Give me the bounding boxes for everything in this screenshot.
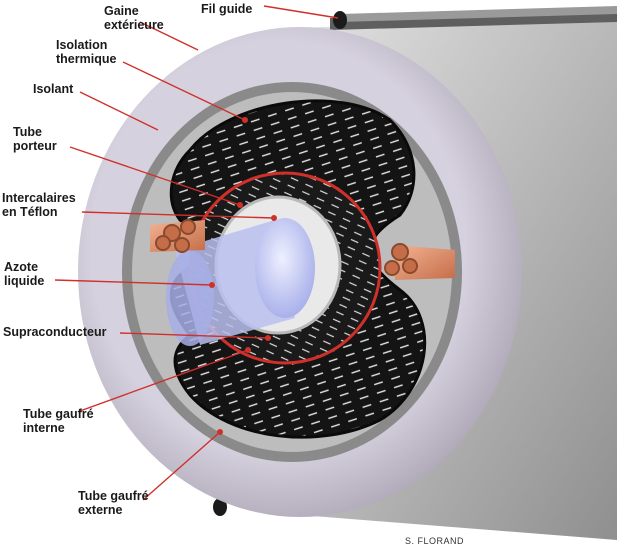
- leader-gaine: [139, 21, 199, 51]
- label-intercalaires: Intercalaires en Téflon: [2, 191, 76, 219]
- label-supraconducteur: Supraconducteur: [3, 325, 107, 339]
- teflon-spacers-left: [150, 219, 205, 253]
- leader-fil: [263, 5, 339, 19]
- credit-text: S. FLORAND: [405, 536, 465, 546]
- liquid-nitrogen-core: [166, 218, 315, 346]
- leader-isolation: [122, 61, 246, 121]
- leader-intercalaires: [81, 211, 275, 219]
- guide-wire-bottom: [213, 498, 227, 516]
- leader-supra: [119, 332, 269, 339]
- guide-wire-top: [333, 11, 347, 29]
- label-tube-gaufre-externe: Tube gaufré externe: [78, 489, 149, 517]
- leader-tube-gaufre-ext: [142, 431, 221, 501]
- leader-tube-gaufre-int: [79, 349, 249, 412]
- leader-dots: [209, 117, 277, 435]
- label-tube-porteur: Tube porteur: [13, 125, 57, 153]
- label-isolant: Isolant: [33, 82, 74, 96]
- label-fil-guide: Fil guide: [201, 2, 253, 16]
- label-isolation-thermique: Isolation thermique: [56, 38, 117, 66]
- label-tube-gaufre-interne: Tube gaufré interne: [23, 407, 94, 435]
- leader-tube-porteur: [69, 146, 241, 206]
- leader-lines: [54, 5, 339, 501]
- leader-azote: [54, 279, 213, 286]
- label-azote-liquide: Azote liquide: [4, 260, 45, 288]
- label-gaine-exterieure: Gaine extérieure: [104, 4, 164, 32]
- leader-isolant: [79, 91, 159, 131]
- teflon-spacers-right: [384, 243, 455, 280]
